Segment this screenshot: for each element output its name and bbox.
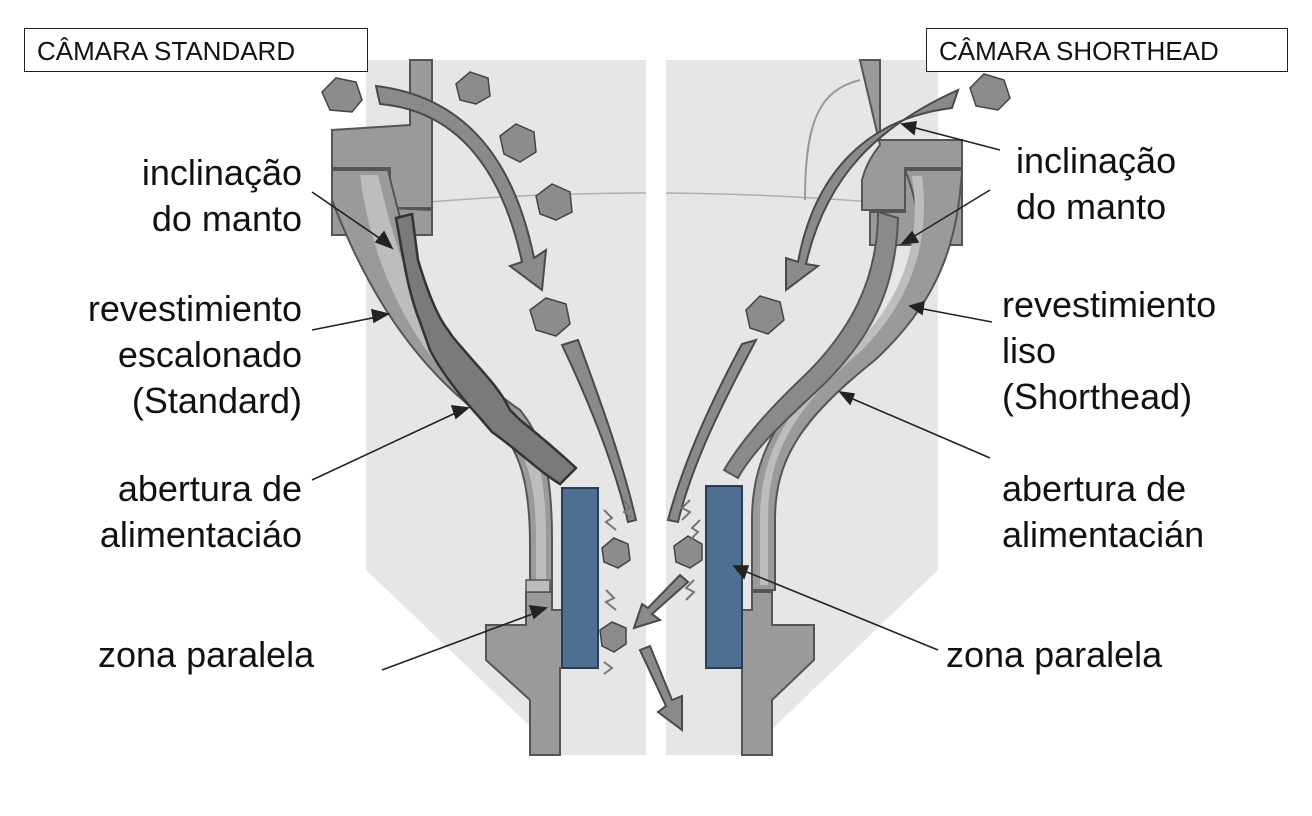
label-right-inclinacao: inclinação do manto [1016, 138, 1176, 230]
center-divider [646, 55, 666, 765]
rock [499, 123, 537, 163]
label-line: escalonado [117, 334, 302, 375]
right-mantle [705, 485, 743, 669]
label-line: abertura de [1002, 468, 1187, 509]
leader-lines [311, 121, 1001, 671]
label-left-inclinacao: inclinação do manto [142, 150, 302, 242]
lower-arrow [632, 573, 690, 630]
left-flow-arrow [374, 84, 548, 292]
label-left-revestimiento: revestimiento escalonado (Standard) [88, 286, 302, 424]
left-liner-foot [525, 579, 551, 593]
right-flow-arrow [785, 88, 960, 292]
rock [601, 537, 631, 569]
right-inner-arrow [666, 338, 758, 524]
left-stepped-liner [394, 212, 578, 486]
label-line: do manto [151, 198, 302, 239]
label-line: (Standard) [131, 380, 302, 421]
label-line: abertura de [117, 468, 302, 509]
label-line: inclinação [141, 152, 302, 193]
label-right-abertura: abertura de alimentacián [1002, 466, 1204, 558]
label-line: (Shorthead) [1002, 376, 1193, 417]
label-line: alimentaciáo [99, 514, 302, 555]
label-line: inclinação [1016, 140, 1177, 181]
left-bottom-frame [485, 591, 563, 756]
exit-arrow [638, 644, 683, 732]
label-line: alimentacián [1002, 514, 1205, 555]
label-left-zona-paralela: zona paralela [98, 634, 315, 675]
left-mantle [561, 487, 599, 669]
label-line: revestimiento [1002, 284, 1217, 325]
label-line: liso [1002, 330, 1057, 371]
title-camara-shorthead: CÂMARA SHORTHEAD [926, 28, 1288, 72]
label-left-abertura: abertura de alimentaciáo [100, 466, 302, 558]
rock [599, 621, 627, 653]
rock [673, 535, 703, 569]
right-smooth-liner [722, 210, 900, 480]
flow-arrows [374, 84, 960, 732]
rock [745, 295, 785, 335]
rocks [321, 71, 1011, 653]
label-right-zona-paralela: zona paralela [946, 634, 1163, 675]
right-bottom-frame [741, 591, 815, 756]
left-inner-arrow [560, 338, 638, 524]
label-line: do manto [1016, 186, 1167, 227]
rock [535, 183, 573, 221]
rock [321, 77, 363, 113]
right-frame-curve [804, 79, 861, 201]
label-line: revestimiento [87, 288, 302, 329]
impact-sparks [603, 499, 701, 675]
rock [969, 73, 1011, 111]
rock [455, 71, 491, 105]
label-right-revestimiento: revestimiento liso (Shorthead) [1002, 282, 1216, 420]
title-camara-standard: CÂMARA STANDARD [24, 28, 368, 72]
rock [529, 297, 571, 337]
